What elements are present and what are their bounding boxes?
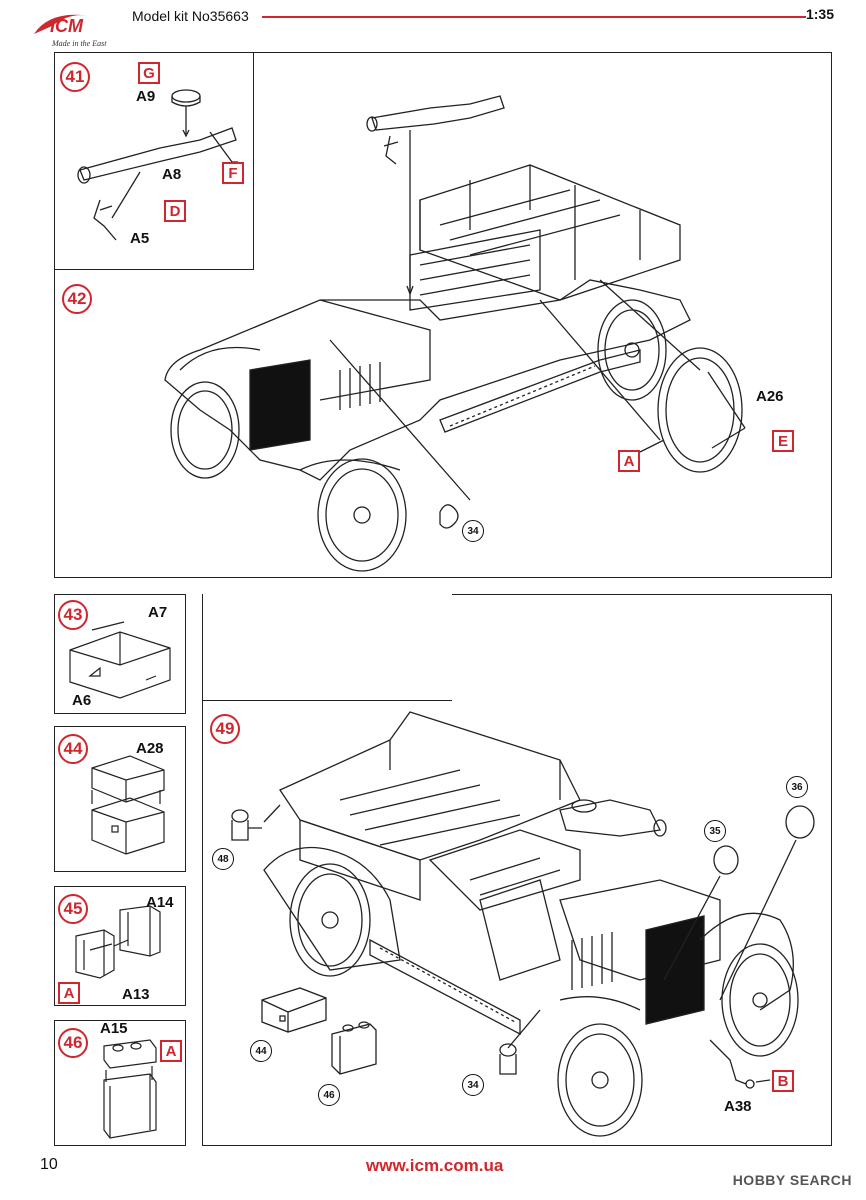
step-number-43: 43 xyxy=(58,600,88,630)
step-number-44: 44 xyxy=(58,734,88,764)
part-label-a26: A26 xyxy=(756,388,784,405)
watermark: HOBBY SEARCH xyxy=(732,1172,852,1188)
header-rule xyxy=(262,16,806,18)
part-label-a6: A6 xyxy=(72,692,92,709)
ref-circle-35: 35 xyxy=(704,820,726,842)
part-label-a14: A14 xyxy=(146,894,174,911)
ref-box-d: D xyxy=(164,200,186,222)
ref-box-b: B xyxy=(772,1070,794,1092)
ref-circle-34: 34 xyxy=(462,520,484,542)
logo-tagline: Made in the East xyxy=(51,39,107,48)
panel-step-49-divider xyxy=(202,700,452,701)
ref-box-a-step46: A xyxy=(160,1040,182,1062)
panel-step-49 xyxy=(202,594,832,1146)
part-label-a5: A5 xyxy=(130,230,150,247)
part-label-a9: A9 xyxy=(136,88,156,105)
ref-box-f: F xyxy=(222,162,244,184)
part-label-a15: A15 xyxy=(100,1020,128,1037)
icm-logo: ICM Made in the East xyxy=(30,6,130,52)
step-number-41: 41 xyxy=(60,62,90,92)
part-label-a13: A13 xyxy=(122,986,150,1003)
ref-circle-44: 44 xyxy=(250,1040,272,1062)
ref-circle-34-step49: 34 xyxy=(462,1074,484,1096)
step-number-46: 46 xyxy=(58,1028,88,1058)
step-number-49: 49 xyxy=(210,714,240,744)
ref-box-e: E xyxy=(772,430,794,452)
footer-url[interactable]: www.icm.com.ua xyxy=(366,1156,504,1175)
logo-text: ICM xyxy=(50,16,84,36)
scale-label: 1:35 xyxy=(805,6,834,22)
ref-circle-48: 48 xyxy=(212,848,234,870)
part-label-a38: A38 xyxy=(724,1098,752,1115)
ref-box-a: A xyxy=(618,450,640,472)
panel-step-49-top-rule xyxy=(452,594,832,595)
step-number-45: 45 xyxy=(58,894,88,924)
ref-circle-46: 46 xyxy=(318,1084,340,1106)
ref-circle-36: 36 xyxy=(786,776,808,798)
page-title: Model kit No35663 xyxy=(132,8,249,24)
panel-step-41 xyxy=(54,52,254,270)
ref-box-a-step45: A xyxy=(58,982,80,1004)
ref-box-g: G xyxy=(138,62,160,84)
page-number: 10 xyxy=(40,1156,58,1173)
step-number-42: 42 xyxy=(62,284,92,314)
part-label-a7: A7 xyxy=(148,604,168,621)
part-label-a28: A28 xyxy=(136,740,164,757)
part-label-a8: A8 xyxy=(162,166,182,183)
